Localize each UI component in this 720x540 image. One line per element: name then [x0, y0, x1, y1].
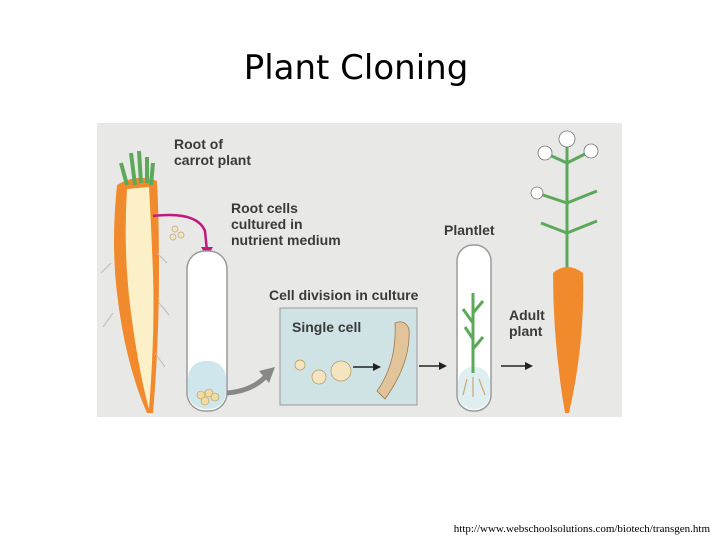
single-cell-label: Single cell — [292, 319, 362, 335]
transfer-arrow — [152, 213, 209, 252]
carrot-root — [100, 150, 170, 413]
division-label: Cell division in culture — [269, 287, 419, 303]
curved-arrow — [226, 373, 269, 396]
plantlet-label: Plantlet — [444, 222, 495, 238]
root-label: Root of carrot plant — [174, 136, 252, 168]
plant-cloning-diagram: Root of carrot plant Root cells cultured… — [97, 123, 622, 417]
culture-box — [279, 307, 418, 406]
adult-carrot — [530, 130, 599, 413]
cultured-label: Root cells cultured in nutrient medium — [231, 200, 341, 248]
plantlet-tube — [456, 244, 492, 412]
floating-cells — [169, 225, 185, 241]
culture-tube — [186, 250, 228, 412]
diagram-illustration — [100, 130, 599, 413]
source-link[interactable]: http://www.webschoolsolutions.com/biotec… — [453, 523, 710, 535]
slide-title: Plant Cloning — [243, 48, 469, 88]
adult-plant-label: Adult plant — [509, 307, 545, 339]
